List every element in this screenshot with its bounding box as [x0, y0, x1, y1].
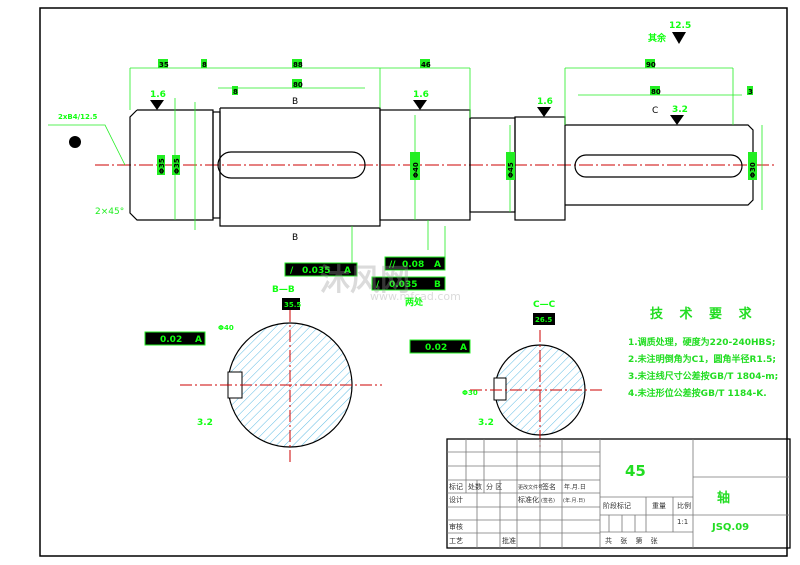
- chamfer-note: 2×45°: [95, 207, 124, 217]
- roughness-4: 3.2: [672, 105, 688, 115]
- section-cc: C—C 26.5 0.02 A 3.2 Φ30: [409, 300, 605, 450]
- tech-title: 技 术 要 求: [650, 306, 758, 322]
- roughness-rest-label: 其余: [648, 32, 667, 44]
- title-block: [446, 438, 791, 549]
- technical-requirements: 技 术 要 求 1.调质处理，硬度为220-240HBS; 2.未注明倒角为C1…: [628, 306, 778, 399]
- title-block-text: 标记处数分 区更改文件号签名年.月.日 设计标准化(签名)(年.月.日) 审核 …: [449, 462, 749, 545]
- material: 45: [625, 462, 646, 480]
- roughness-2: 1.6: [413, 90, 429, 100]
- dim-3: 3: [748, 88, 753, 96]
- section-bb-dia: Φ40: [218, 324, 234, 332]
- section-mark-b-bottom: B: [292, 233, 298, 243]
- tolerance-frame-1: / 0.035 A: [284, 262, 358, 277]
- scale-label: 比例: [677, 501, 691, 510]
- svg-text:0.035: 0.035: [302, 266, 330, 276]
- watermark: 沐风网 www.mfcad.com: [320, 263, 461, 303]
- scale-value: 1:1: [677, 518, 688, 526]
- svg-text:签名: 签名: [542, 482, 556, 491]
- section-cc-dia: Φ30: [462, 389, 478, 397]
- svg-text://: //: [389, 260, 396, 270]
- svg-text:标准化: 标准化: [518, 495, 539, 504]
- tech-item-3: 3.未注线尺寸公差按GB/T 1804-m;: [628, 370, 778, 382]
- section-mark-b-top: B: [292, 97, 298, 107]
- dimension-labels: 35 8 88 46 90 80 8 80 3 Φ35 Φ40 Φ45 Φ35 …: [58, 21, 757, 308]
- section-cc-width: 26.5: [535, 316, 552, 324]
- dia-3: Φ45: [507, 162, 515, 178]
- dim-90: 90: [646, 61, 656, 69]
- roughness-3: 1.6: [537, 97, 553, 107]
- both-ends-note: 两处: [405, 296, 424, 308]
- svg-text:更改文件号: 更改文件号: [518, 484, 543, 491]
- section-bb: B—B 35.5 0.02 A 3.2 Φ40: [144, 285, 382, 465]
- svg-text:A: A: [434, 260, 441, 270]
- tolerance-frame-3: / 0.035 B: [371, 276, 446, 291]
- tech-item-1: 1.调质处理，硬度为220-240HBS;: [628, 336, 775, 348]
- tech-item-4: 4.未注形位公差按GB/T 1184-K.: [628, 387, 767, 399]
- dim-46: 46: [421, 61, 431, 69]
- section-cc-rough: 3.2: [478, 418, 494, 428]
- dimension-lines: [48, 67, 763, 270]
- dim-80: 80: [293, 81, 303, 89]
- svg-text:0.035: 0.035: [389, 280, 417, 290]
- svg-text:标记: 标记: [449, 482, 463, 491]
- shaft-outline: [129, 107, 754, 227]
- svg-text:/: /: [376, 280, 380, 290]
- dim-8: 8: [202, 61, 207, 69]
- tolerance-frame-2: // 0.08 A: [384, 256, 446, 271]
- svg-text:(签名): (签名): [541, 497, 555, 504]
- dia-1: Φ35: [173, 158, 181, 174]
- dim-88: 88: [293, 61, 303, 69]
- svg-text:分 区: 分 区: [486, 482, 502, 491]
- dim-key-8: 8: [233, 88, 238, 96]
- svg-text:审核: 审核: [449, 522, 463, 531]
- part-name: 轴: [717, 490, 730, 506]
- frame: [39, 7, 788, 557]
- dim-35: 35: [159, 61, 169, 69]
- svg-text:/: /: [290, 266, 294, 276]
- svg-text:年.月.日: 年.月.日: [564, 483, 586, 491]
- svg-text:沐风网: 沐风网: [320, 263, 410, 298]
- svg-text:B: B: [434, 280, 441, 290]
- svg-text:A: A: [344, 266, 351, 276]
- center-hole-note: 2xB4/12.5: [58, 113, 98, 121]
- svg-text:(年.月.日): (年.月.日): [563, 497, 585, 504]
- section-mark-c: C: [652, 106, 658, 116]
- tech-item-2: 2.未注明倒角为C1，圆角半径R1.5;: [628, 353, 776, 365]
- stage-label: 阶段标记: [603, 501, 631, 510]
- svg-text:0.08: 0.08: [402, 260, 424, 270]
- dia-2: Φ40: [412, 162, 420, 178]
- sheets: 共 张 第 张: [605, 536, 661, 545]
- dim-80b: 80: [651, 88, 661, 96]
- roughness-symbols: [150, 32, 686, 125]
- section-bb-tol: 0.02: [160, 335, 182, 345]
- section-cc-datum: A: [460, 343, 467, 353]
- svg-text:设计: 设计: [449, 495, 463, 504]
- dia-5: Φ30: [749, 162, 757, 178]
- section-cc-title: C—C: [533, 300, 556, 310]
- svg-text:处数: 处数: [468, 482, 482, 491]
- weight-label: 重量: [652, 502, 666, 510]
- section-cc-tol: 0.02: [425, 343, 447, 353]
- roughness-1: 1.6: [150, 90, 166, 100]
- roughness-5: 12.5: [669, 21, 691, 31]
- drawing-code: JSQ.09: [711, 522, 749, 533]
- section-bb-width: 35.5: [284, 301, 301, 309]
- section-bb-datum: A: [195, 335, 202, 345]
- dia-4: Φ35: [158, 158, 166, 174]
- svg-text:www.mfcad.com: www.mfcad.com: [370, 290, 461, 303]
- section-bb-rough: 3.2: [197, 418, 213, 428]
- svg-text:批准: 批准: [502, 536, 516, 545]
- section-bb-title: B—B: [272, 285, 295, 295]
- svg-text:工艺: 工艺: [449, 537, 463, 545]
- center-hole-icon: [69, 136, 81, 148]
